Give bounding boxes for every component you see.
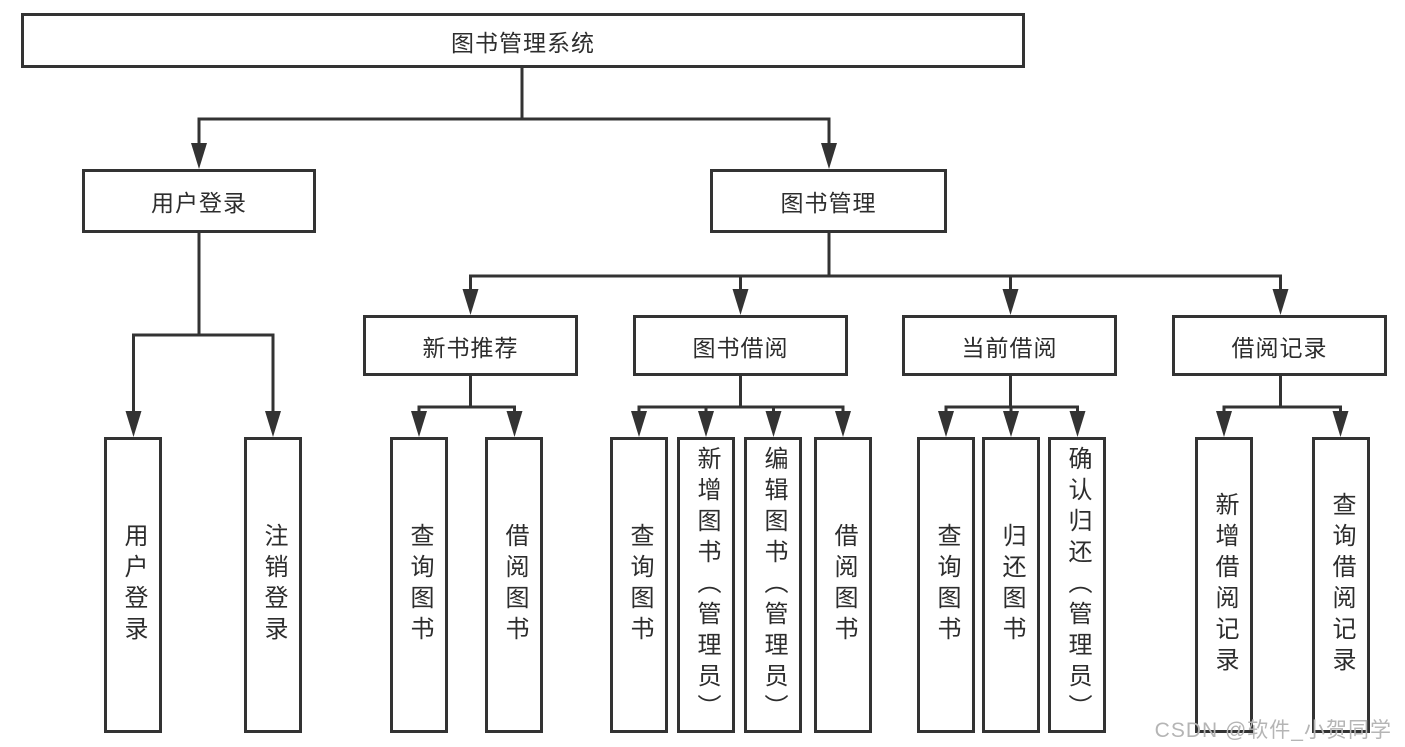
arrowhead bbox=[835, 411, 851, 437]
arrowhead bbox=[821, 143, 837, 169]
edge-root-split bbox=[197, 117, 831, 147]
node-user-login: 用户登录 bbox=[82, 169, 316, 233]
leaf-label: 借阅图书 bbox=[501, 523, 528, 647]
arrowhead bbox=[1002, 289, 1019, 315]
leaf-query-books-2: 查询图书 bbox=[610, 437, 668, 733]
leaf-edit-book-admin: 编辑图书（管理员） bbox=[744, 437, 802, 733]
arrowhead bbox=[125, 411, 142, 437]
leaf-label: 新增图书（管理员） bbox=[693, 445, 720, 725]
edge-borrowrec-split bbox=[1222, 405, 1342, 413]
leaf-label: 确认归还（管理员） bbox=[1064, 445, 1091, 725]
node-book-management: 图书管理 bbox=[710, 169, 947, 233]
leaf-label: 新增借阅记录 bbox=[1211, 492, 1238, 678]
leaf-label: 借阅图书 bbox=[830, 523, 857, 647]
arrowhead bbox=[191, 143, 207, 169]
arrowhead bbox=[938, 411, 954, 437]
leaf-label: 查询图书 bbox=[406, 523, 433, 647]
arrowhead bbox=[265, 411, 281, 437]
csdn-watermark: CSDN @软件_小贺同学 bbox=[1154, 719, 1392, 742]
arrowhead bbox=[1332, 411, 1349, 437]
arrowhead bbox=[1216, 411, 1232, 437]
leaf-query-books-1: 查询图书 bbox=[390, 437, 448, 733]
arrowhead bbox=[1272, 289, 1289, 315]
leaf-borrow-books-1: 借阅图书 bbox=[485, 437, 543, 733]
arrowhead bbox=[631, 411, 647, 437]
node-borrow-records: 借阅记录 bbox=[1172, 315, 1387, 376]
leaf-label: 查询借阅记录 bbox=[1328, 492, 1355, 678]
leaf-logout: 注销登录 bbox=[244, 437, 302, 733]
leaf-label: 归还图书 bbox=[998, 523, 1025, 647]
leaf-label: 编辑图书（管理员） bbox=[760, 445, 787, 725]
arrowhead bbox=[1069, 411, 1086, 437]
leaf-label: 用户登录 bbox=[120, 523, 147, 647]
arrowhead bbox=[765, 411, 782, 437]
arrowhead bbox=[732, 289, 749, 315]
leaf-query-borrow-record: 查询借阅记录 bbox=[1312, 437, 1370, 733]
leaf-query-books-3: 查询图书 bbox=[917, 437, 975, 733]
arrowhead bbox=[506, 411, 523, 437]
node-current-borrow: 当前借阅 bbox=[902, 315, 1117, 376]
arrowhead bbox=[462, 289, 479, 315]
arrowhead bbox=[698, 411, 714, 437]
leaf-add-borrow-record: 新增借阅记录 bbox=[1195, 437, 1253, 733]
connector-paths bbox=[132, 68, 1342, 413]
node-root: 图书管理系统 bbox=[21, 13, 1025, 68]
leaf-borrow-books-2: 借阅图书 bbox=[814, 437, 872, 733]
arrowheads bbox=[125, 143, 1349, 437]
leaf-user-login: 用户登录 bbox=[104, 437, 162, 733]
edge-userlogin-split bbox=[132, 333, 275, 413]
edge-bookborrow-split bbox=[637, 405, 845, 413]
arrowhead bbox=[411, 411, 427, 437]
leaf-label: 注销登录 bbox=[260, 523, 287, 647]
leaf-confirm-return-admin: 确认归还（管理员） bbox=[1048, 437, 1106, 733]
node-book-borrow: 图书借阅 bbox=[633, 315, 848, 376]
leaf-add-book-admin: 新增图书（管理员） bbox=[677, 437, 735, 733]
leaf-label: 查询图书 bbox=[933, 523, 960, 647]
leaf-label: 查询图书 bbox=[626, 523, 653, 647]
node-new-book-recommend: 新书推荐 bbox=[363, 315, 578, 376]
edge-bookmgmt-split bbox=[469, 274, 1282, 291]
edge-newbook-split bbox=[417, 405, 516, 413]
arrowhead bbox=[1003, 411, 1019, 437]
leaf-return-books: 归还图书 bbox=[982, 437, 1040, 733]
